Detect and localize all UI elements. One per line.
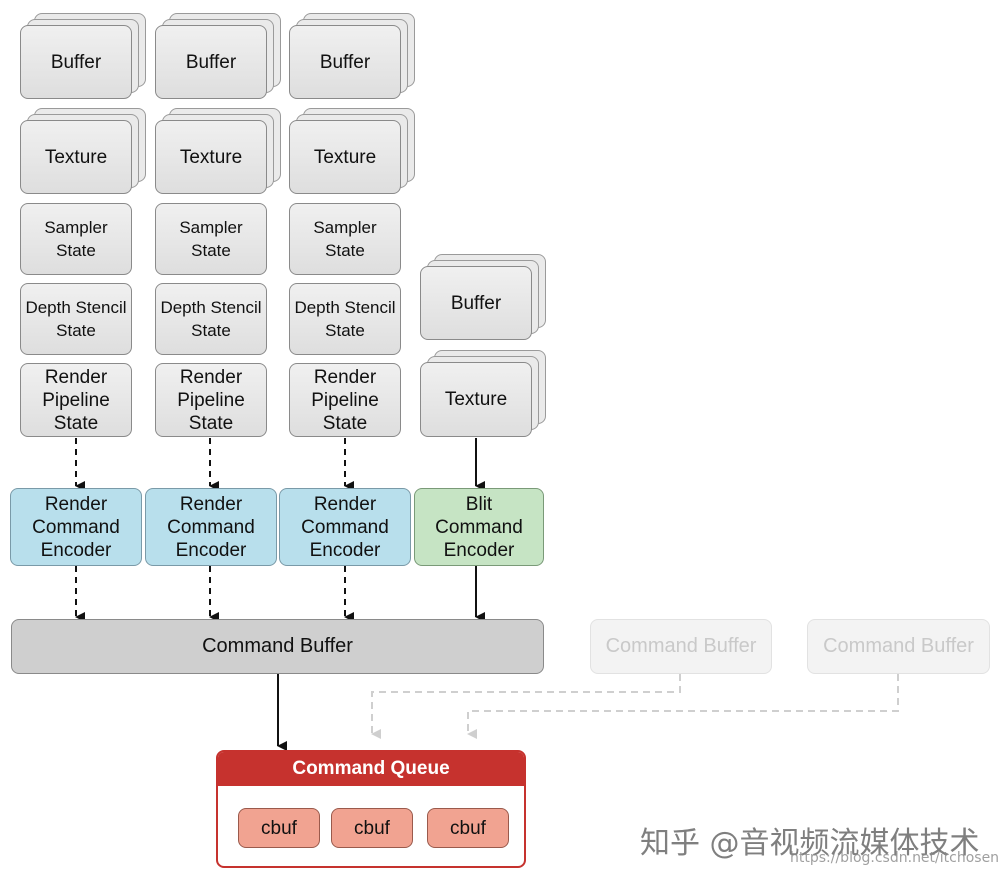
ghost-command-buffer-2: Command Buffer (807, 619, 990, 674)
sampler-state-node-1: Sampler State (20, 203, 132, 275)
depth-stencil-node-3: Depth Stencil State (289, 283, 401, 355)
command-buffer: Command Buffer (11, 619, 544, 674)
buffer-node-3: Buffer (289, 25, 401, 99)
texture-node-1: Texture (20, 120, 132, 194)
render-encoder-2: Render Command Encoder (145, 488, 277, 566)
sampler-state-node-2: Sampler State (155, 203, 267, 275)
sampler-state-node-3: Sampler State (289, 203, 401, 275)
render-encoder-3: Render Command Encoder (279, 488, 411, 566)
watermark: 知乎 @音视频流媒体技术 (640, 826, 980, 861)
pipeline-state-node-2: Render Pipeline State (155, 363, 267, 437)
cbuf-item-2: cbuf (331, 808, 413, 848)
ghost-command-buffer-1: Command Buffer (590, 619, 772, 674)
depth-stencil-node-2: Depth Stencil State (155, 283, 267, 355)
command-queue: Command Queue cbuf cbuf cbuf (216, 750, 526, 868)
cbuf-item-1: cbuf (238, 808, 320, 848)
cbuf-item-3: cbuf (427, 808, 509, 848)
depth-stencil-node-1: Depth Stencil State (20, 283, 132, 355)
buffer-node-1: Buffer (20, 25, 132, 99)
buffer-node-2: Buffer (155, 25, 267, 99)
pipeline-state-node-3: Render Pipeline State (289, 363, 401, 437)
blit-texture-node: Texture (420, 362, 532, 437)
texture-node-2: Texture (155, 120, 267, 194)
arrow-ghost1-queue (371, 674, 681, 739)
arrow-ghost2-queue (467, 674, 899, 739)
blit-buffer-node: Buffer (420, 266, 532, 340)
render-encoder-1: Render Command Encoder (10, 488, 142, 566)
command-queue-title: Command Queue (218, 752, 524, 786)
blit-encoder: Blit Command Encoder (414, 488, 544, 566)
texture-node-3: Texture (289, 120, 401, 194)
pipeline-state-node-1: Render Pipeline State (20, 363, 132, 437)
watermark-url: https://blog.csdn.net/itchosen (790, 850, 1000, 866)
